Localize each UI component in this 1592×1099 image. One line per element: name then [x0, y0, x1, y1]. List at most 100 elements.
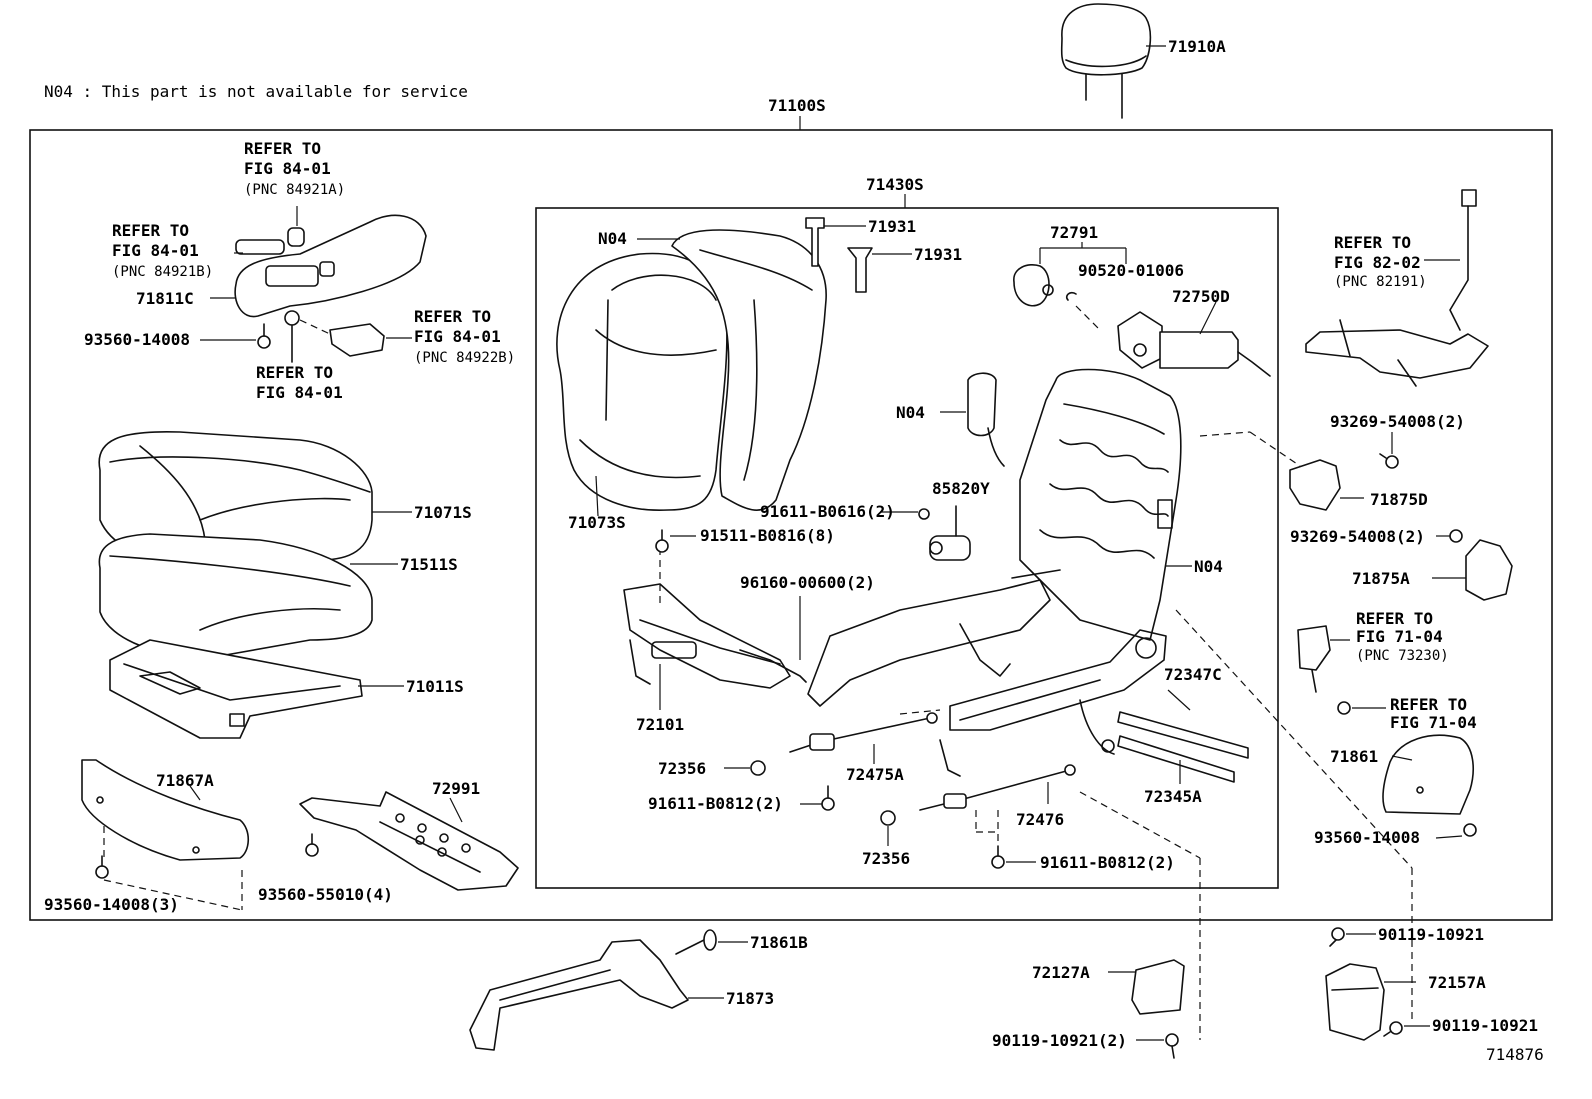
- label-96160-00600-2: 96160-00600(2): [740, 573, 875, 592]
- label-N04-a: N04: [598, 229, 627, 248]
- label-93560-14008-b: 93560-14008: [1314, 828, 1420, 847]
- label-72101: 72101: [636, 715, 684, 734]
- cover-71875A-part[interactable]: [1465, 539, 1513, 601]
- nut-72356-b-part[interactable]: [880, 810, 896, 826]
- label-71875D: 71875D: [1370, 490, 1428, 509]
- wire-harness-82191-part[interactable]: [1305, 189, 1489, 387]
- headrest-support-a-part[interactable]: [805, 217, 825, 267]
- label-72791: 72791: [1050, 223, 1098, 242]
- label-91611-B0616-2: 91611-B0616(2): [760, 502, 895, 521]
- switch-bracket-part[interactable]: [329, 323, 385, 357]
- bolt-91511-B0816-part[interactable]: [655, 529, 669, 553]
- drawing-number: 714876: [1486, 1045, 1544, 1064]
- knob-bolt-part[interactable]: [284, 310, 300, 363]
- label-71811C: 71811C: [136, 289, 194, 308]
- refer-block-84-01: REFER TO FIG 84-01: [256, 363, 343, 402]
- cable-72475A-part[interactable]: [789, 712, 938, 753]
- label-71100S: 71100S: [768, 96, 826, 115]
- cover-71875D-part[interactable]: [1289, 459, 1341, 511]
- cushion-frame-part[interactable]: [109, 639, 363, 739]
- screw-93560-55010-part[interactable]: [305, 833, 319, 857]
- availability-note: N04 : This part is not available for ser…: [44, 82, 468, 101]
- refer-block-84921B: REFER TO FIG 84-01 (PNC 84921B): [112, 221, 213, 280]
- label-72157A: 72157A: [1428, 973, 1486, 992]
- label-71073S: 71073S: [568, 513, 626, 532]
- side-cover-71811C-part[interactable]: [234, 214, 427, 318]
- screw-90119-10921-b-part[interactable]: [1383, 1021, 1403, 1037]
- cover-72127A-part[interactable]: [1131, 959, 1185, 1015]
- label-90520-01006: 90520-01006: [1078, 261, 1184, 280]
- rail-cover-72991-part[interactable]: [299, 791, 519, 891]
- label-N04-c: N04: [1194, 557, 1223, 576]
- label-71861: 71861: [1330, 747, 1378, 766]
- seat-cushion-pad-part[interactable]: [98, 533, 373, 658]
- motor-85820Y-part[interactable]: [929, 505, 971, 561]
- cover-71861-part[interactable]: [1382, 734, 1474, 815]
- refer-block-73230: REFER TO FIG 71-04 (PNC 73230): [1356, 609, 1452, 664]
- label-71867A: 71867A: [156, 771, 214, 790]
- side-airbag-N04-part[interactable]: [967, 372, 1005, 467]
- refer-block-82191: REFER TO FIG 82-02 (PNC 82191): [1334, 233, 1430, 290]
- screw-93560-14008-part[interactable]: [257, 323, 271, 349]
- label-91511-B0816-8: 91511-B0816(8): [700, 526, 835, 545]
- label-90119-10921-2: 90119-10921(2): [992, 1031, 1127, 1050]
- screw-93269-54008-b-part[interactable]: [1449, 529, 1463, 543]
- clip-90520-01006-part[interactable]: [1065, 291, 1077, 301]
- cover-72157A-part[interactable]: [1325, 963, 1385, 1041]
- label-71931-a: 71931: [868, 217, 916, 236]
- refer-block-84922B: REFER TO FIG 84-01 (PNC 84922B): [414, 307, 515, 366]
- label-71430S: 71430S: [866, 175, 924, 194]
- label-71511S: 71511S: [400, 555, 458, 574]
- cable-72476-part[interactable]: [919, 764, 1076, 811]
- nut-72356-a-part[interactable]: [750, 760, 766, 776]
- bolt-91611-B0812-a-part[interactable]: [821, 785, 835, 811]
- label-93269-54008-2-a: 93269-54008(2): [1330, 412, 1465, 431]
- refer-block-84921A: REFER TO FIG 84-01 (PNC 84921A): [244, 139, 345, 198]
- rod-72345A-part[interactable]: [1117, 711, 1249, 783]
- label-71861B: 71861B: [750, 933, 808, 952]
- screw-93560-14008-b-part[interactable]: [1463, 823, 1477, 837]
- seatback-frame-N04-part[interactable]: [1019, 368, 1182, 641]
- headrest-support-b-part[interactable]: [847, 247, 873, 293]
- seatback-cover-71073S-part[interactable]: [556, 252, 728, 511]
- headrest-part[interactable]: [1060, 3, 1152, 119]
- label-72356-a: 72356: [658, 759, 706, 778]
- bracket-71873-part[interactable]: [469, 939, 689, 1051]
- lower-frame-part[interactable]: [807, 569, 1061, 707]
- label-71011S: 71011S: [406, 677, 464, 696]
- recliner-mechanism-72750D-part[interactable]: [1117, 311, 1271, 377]
- wire-harness-96160-part[interactable]: [739, 649, 807, 683]
- seat-track-72347C-part[interactable]: [939, 629, 1167, 777]
- label-93560-14008-a: 93560-14008: [84, 330, 190, 349]
- seatback-pad-N04-part[interactable]: [671, 229, 827, 511]
- screw-90119-10921-a-part[interactable]: [1329, 927, 1345, 947]
- bolt-71-04-part[interactable]: [1337, 701, 1351, 715]
- bolt-91611-B0812-b-part[interactable]: [991, 845, 1005, 869]
- bolt-91611-B0616-part[interactable]: [918, 508, 930, 520]
- screw-90119-10921-2-part[interactable]: [1165, 1033, 1179, 1059]
- label-N04-b: N04: [896, 403, 925, 422]
- label-71910A: 71910A: [1168, 37, 1226, 56]
- assembly-frame-71100S: [29, 129, 1553, 921]
- recliner-knob-72791-part[interactable]: [1013, 264, 1054, 307]
- clip-71861B-part[interactable]: [675, 929, 717, 955]
- label-93269-54008-2-b: 93269-54008(2): [1290, 527, 1425, 546]
- label-71873: 71873: [726, 989, 774, 1008]
- seat-adjuster-72101-part[interactable]: [623, 583, 791, 689]
- label-72127A: 72127A: [1032, 963, 1090, 982]
- front-cover-71867A-part[interactable]: [81, 759, 250, 861]
- label-93560-55010-4: 93560-55010(4): [258, 885, 393, 904]
- screw-93269-54008-a-part[interactable]: [1379, 453, 1399, 469]
- label-72750D: 72750D: [1172, 287, 1230, 306]
- label-71875A: 71875A: [1352, 569, 1410, 588]
- label-72356-b: 72356: [862, 849, 910, 868]
- label-91611-B0812-2-a: 91611-B0812(2): [648, 794, 783, 813]
- screw-93560-14008-3-part[interactable]: [95, 855, 109, 879]
- label-72347C: 72347C: [1164, 665, 1222, 684]
- label-91611-B0812-2-b: 91611-B0812(2): [1040, 853, 1175, 872]
- assembly-frame-71430S: [535, 207, 1279, 889]
- label-93560-14008-3: 93560-14008(3): [44, 895, 179, 914]
- label-85820Y: 85820Y: [932, 479, 990, 498]
- seatbelt-buckle-73230-part[interactable]: [1297, 625, 1331, 693]
